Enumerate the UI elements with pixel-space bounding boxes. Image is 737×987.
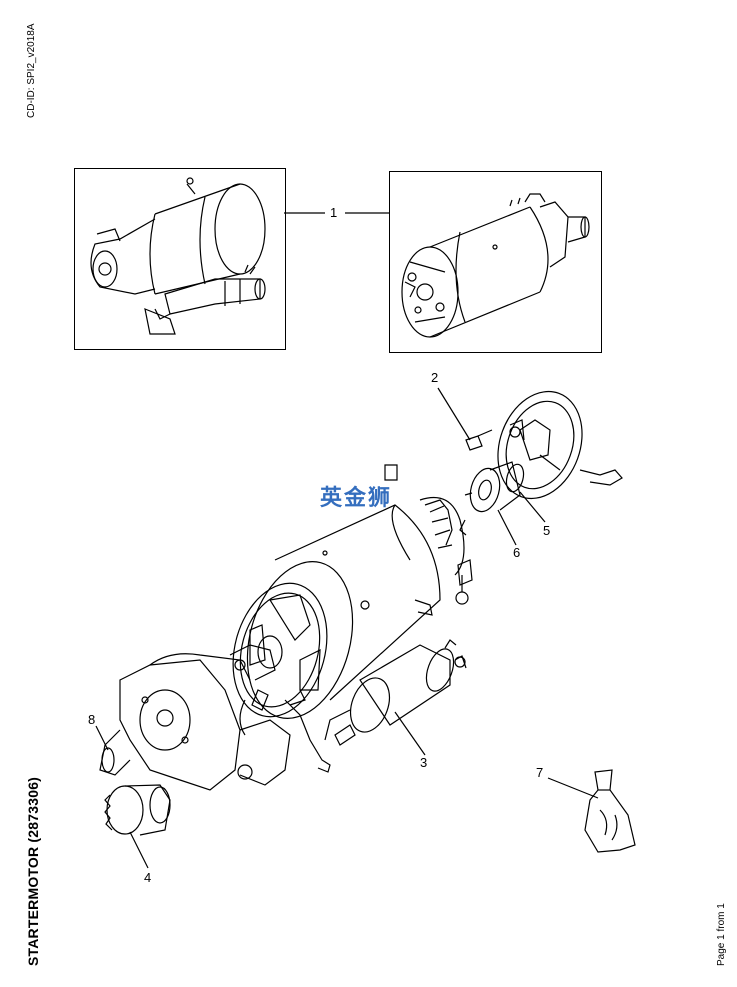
callout-8-leader bbox=[95, 725, 109, 751]
starter-motor-rear-view-box bbox=[389, 171, 602, 353]
callout-4: 4 bbox=[144, 870, 152, 885]
callout-4-leader bbox=[129, 831, 149, 869]
brush-icon bbox=[465, 429, 493, 451]
callout-8: 8 bbox=[88, 712, 96, 727]
engagement-lever-icon bbox=[239, 689, 331, 773]
drive-end-frame-icon bbox=[232, 582, 328, 718]
starter-motor-front-view-icon bbox=[90, 177, 266, 335]
callout-1: 1 bbox=[330, 205, 338, 220]
drive-end-housing-icon bbox=[99, 644, 291, 791]
callout-2-leader bbox=[437, 387, 471, 441]
commutator-end-plate-icon bbox=[497, 390, 623, 500]
starter-motor-front-view-box bbox=[74, 168, 286, 350]
callout-5-leader bbox=[519, 491, 546, 523]
callout-7: 7 bbox=[536, 765, 544, 780]
watermark-logo: 英金狮 bbox=[320, 486, 393, 511]
callout-7-leader bbox=[547, 777, 599, 799]
callout-3: 3 bbox=[420, 755, 428, 770]
starter-motor-rear-view-icon bbox=[401, 193, 590, 338]
solenoid-icon bbox=[324, 639, 467, 746]
pinion-gear-icon bbox=[104, 784, 171, 836]
armature-icon bbox=[384, 464, 473, 605]
yoke-housing-icon bbox=[246, 504, 441, 719]
bearing-bush-icon bbox=[464, 461, 525, 513]
grease-packet-icon bbox=[584, 769, 636, 853]
callout-2: 2 bbox=[431, 370, 439, 385]
callout-5: 5 bbox=[543, 523, 551, 538]
callout-6-leader bbox=[497, 509, 517, 546]
callout-3-leader bbox=[394, 711, 426, 756]
callout-6: 6 bbox=[513, 545, 521, 560]
